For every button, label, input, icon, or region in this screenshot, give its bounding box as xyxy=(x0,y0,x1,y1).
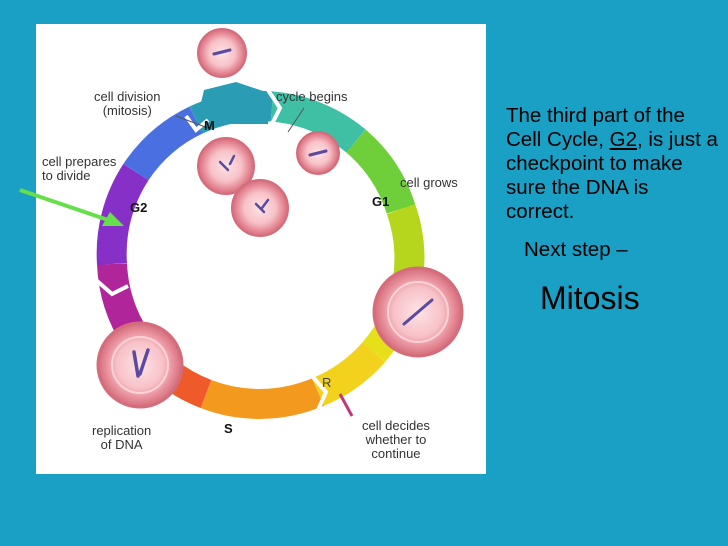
ring-segment-g2-blue xyxy=(123,106,203,181)
label-cycle-begins: cycle begins xyxy=(276,89,348,104)
phase-s-label: S xyxy=(224,421,233,436)
label-cell-division: cell division (mitosis) xyxy=(94,89,161,118)
ring-segment-g2-purple xyxy=(96,163,149,266)
ring-segment-g1-green xyxy=(345,129,416,214)
restriction-point-mark xyxy=(338,393,354,417)
label-cell-decides: cell decides whether to continue xyxy=(362,418,430,461)
explanation-text: The third part of the Cell Cycle, G2, is… xyxy=(506,104,720,317)
next-step-text: Next step – xyxy=(524,238,628,261)
phase-r-label: R xyxy=(322,375,332,390)
phase-g1-label: G1 xyxy=(372,194,390,209)
cell-cycle-graphic xyxy=(94,28,464,419)
description-suffix: , is just a checkpoint to make sure the … xyxy=(506,128,718,223)
description-phase: G2 xyxy=(609,128,638,151)
cell-dividing xyxy=(197,137,289,237)
cell-s-large xyxy=(96,321,184,409)
label-replication: replication of DNA xyxy=(92,423,152,452)
cell-g1-small xyxy=(296,131,340,175)
m-phase-bump xyxy=(196,82,272,124)
label-cell-prepares: cell prepares to divide xyxy=(42,154,117,183)
green-arrow-icon xyxy=(19,188,124,226)
cell-g1-large xyxy=(372,266,464,358)
ring-segment-s-orange xyxy=(200,378,324,419)
description-prefix: The third part of the Cell Cycle, xyxy=(506,104,685,151)
cell-cycle-diagram: cell division (mitosis) cycle begins cel… xyxy=(36,24,486,474)
cell-top xyxy=(197,28,247,78)
phase-g2-label: G2 xyxy=(130,200,148,215)
label-pointers xyxy=(175,107,305,133)
mitosis-answer: Mitosis xyxy=(540,280,640,316)
description-paragraph: The third part of the Cell Cycle, G2, is… xyxy=(506,104,720,224)
phase-m-label: M xyxy=(204,118,215,133)
label-cell-grows: cell grows xyxy=(400,175,458,190)
